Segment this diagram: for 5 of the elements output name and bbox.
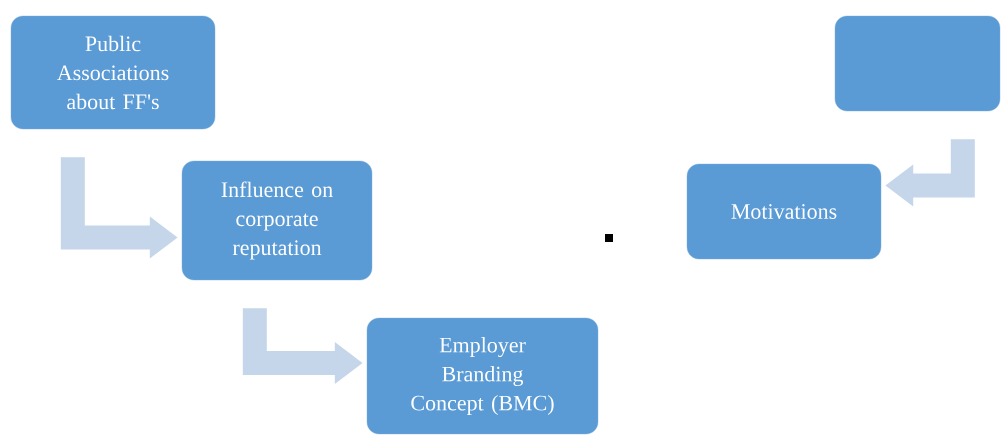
process-box: Motivations [686,163,882,260]
process-box: Employer Branding Concept (BMC) [366,317,599,435]
empty-box [834,15,1001,112]
process-box: Influence on corporate reputation [181,160,373,281]
process-box: Public Associations about FF's [10,15,216,130]
